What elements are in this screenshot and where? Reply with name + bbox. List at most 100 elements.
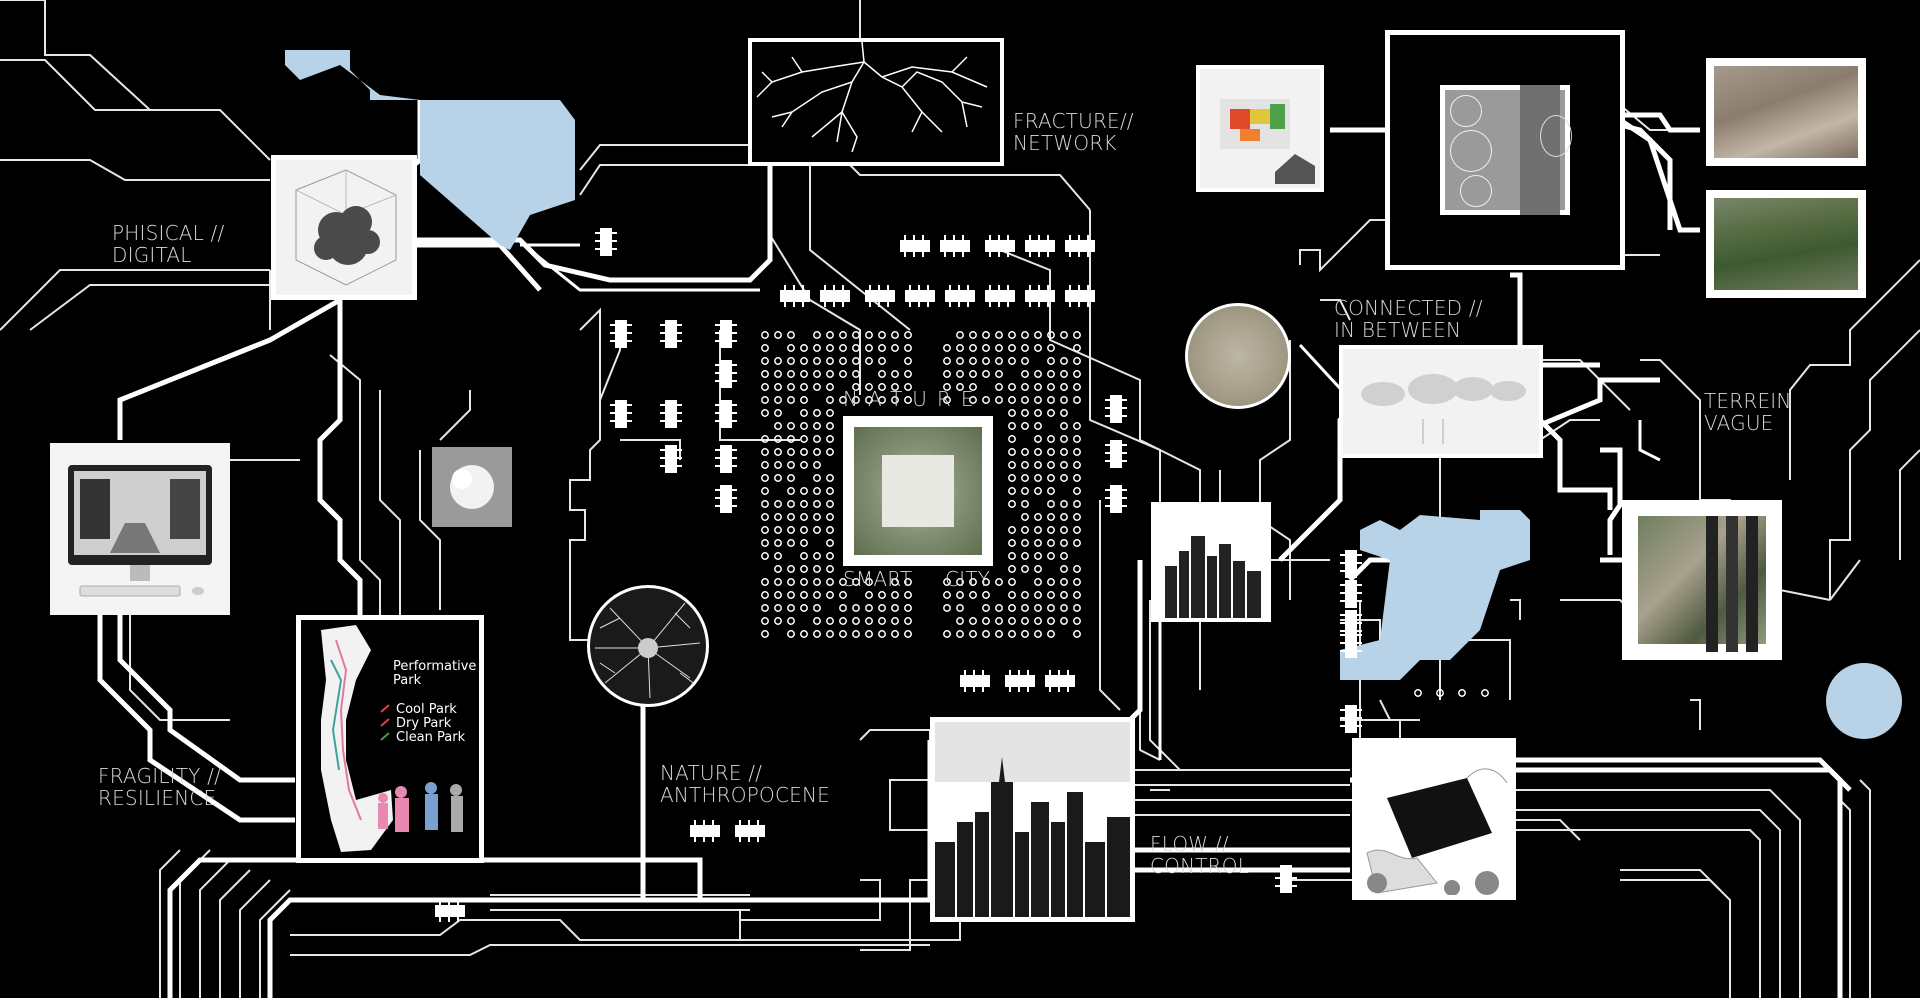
- via: [865, 591, 873, 599]
- aerial-photo-1-tile[interactable]: [1706, 58, 1866, 166]
- via: [1073, 526, 1081, 534]
- monitor-icon: [68, 465, 212, 597]
- chip: [735, 820, 765, 842]
- via: [787, 500, 795, 508]
- chip: [1105, 440, 1127, 468]
- orange-map-tile[interactable]: [1196, 65, 1324, 192]
- via: [1047, 396, 1055, 404]
- via: [761, 500, 769, 508]
- via: [813, 565, 821, 573]
- via: [956, 630, 964, 638]
- via: [852, 630, 860, 638]
- neuron-circle[interactable]: [587, 585, 709, 707]
- via: [1021, 539, 1029, 547]
- via: [839, 630, 847, 638]
- via: [1073, 487, 1081, 495]
- via: [839, 344, 847, 352]
- via: [865, 396, 873, 404]
- via: [904, 578, 912, 586]
- via: [878, 370, 886, 378]
- tree-root-tile[interactable]: [748, 38, 1004, 166]
- hand-icon: [1366, 768, 1508, 895]
- via: [969, 344, 977, 352]
- via: [1008, 591, 1016, 599]
- hand-sketch-tile[interactable]: [1352, 738, 1516, 900]
- via: [826, 370, 834, 378]
- via: [982, 578, 990, 586]
- via: [1073, 435, 1081, 443]
- via: [1021, 565, 1029, 573]
- via: [1021, 552, 1029, 560]
- circular-plan-tile[interactable]: [1385, 30, 1625, 270]
- via: [1060, 513, 1068, 521]
- via: [891, 344, 899, 352]
- via: [1047, 513, 1055, 521]
- via: [1034, 370, 1042, 378]
- via: [839, 370, 847, 378]
- via: [826, 487, 834, 495]
- via: [878, 331, 886, 339]
- via: [761, 630, 769, 638]
- cloud-sketch-tile[interactable]: [1339, 345, 1543, 458]
- via: [761, 435, 769, 443]
- via: [800, 539, 808, 547]
- via: [865, 383, 873, 391]
- via: [891, 383, 899, 391]
- performative-park-tile[interactable]: Performative Park Cool Park Dry Park Cle…: [296, 615, 484, 863]
- via: [826, 422, 834, 430]
- legend-dry-park: Dry Park: [396, 716, 452, 731]
- via: [1034, 461, 1042, 469]
- via: [1060, 591, 1068, 599]
- wireframe-tree-tile[interactable]: [271, 155, 417, 300]
- via: [1008, 604, 1016, 612]
- via: [982, 370, 990, 378]
- via: [813, 604, 821, 612]
- via: [1047, 539, 1055, 547]
- via: [774, 578, 782, 586]
- via: [1008, 552, 1016, 560]
- via: [774, 474, 782, 482]
- via: [982, 630, 990, 638]
- via: [1047, 344, 1055, 352]
- via: [969, 396, 977, 404]
- via: [787, 526, 795, 534]
- via: [813, 513, 821, 521]
- via: [761, 383, 769, 391]
- via: [761, 357, 769, 365]
- monitor-tile[interactable]: [50, 443, 230, 615]
- via: [956, 331, 964, 339]
- via: [1060, 409, 1068, 417]
- via: [1034, 409, 1042, 417]
- via: [800, 591, 808, 599]
- chip: [1005, 670, 1035, 692]
- via: [787, 448, 795, 456]
- via: [956, 370, 964, 378]
- via: [787, 604, 795, 612]
- via: [943, 604, 951, 612]
- aerial-satellite-tile[interactable]: [1622, 500, 1782, 660]
- skyline-large-tile[interactable]: [930, 717, 1135, 922]
- via: [787, 591, 795, 599]
- via: [956, 591, 964, 599]
- via: [1047, 617, 1055, 625]
- via: [852, 357, 860, 365]
- via: [839, 331, 847, 339]
- blob-tile[interactable]: [432, 447, 512, 527]
- via: [891, 578, 899, 586]
- neuron-icon: [595, 602, 701, 699]
- via: [813, 578, 821, 586]
- via: [761, 539, 769, 547]
- via: [1021, 591, 1029, 599]
- via: [813, 409, 821, 417]
- gravel-circle[interactable]: [1185, 303, 1291, 409]
- via: [852, 331, 860, 339]
- via: [826, 357, 834, 365]
- aerial-photo-2-tile[interactable]: [1706, 190, 1866, 298]
- via: [1060, 422, 1068, 430]
- skyline-small-tile[interactable]: [1151, 502, 1271, 622]
- via: [995, 396, 1003, 404]
- via: [787, 422, 795, 430]
- moss-center-tile[interactable]: [843, 416, 993, 566]
- via: [1021, 513, 1029, 521]
- via: [826, 435, 834, 443]
